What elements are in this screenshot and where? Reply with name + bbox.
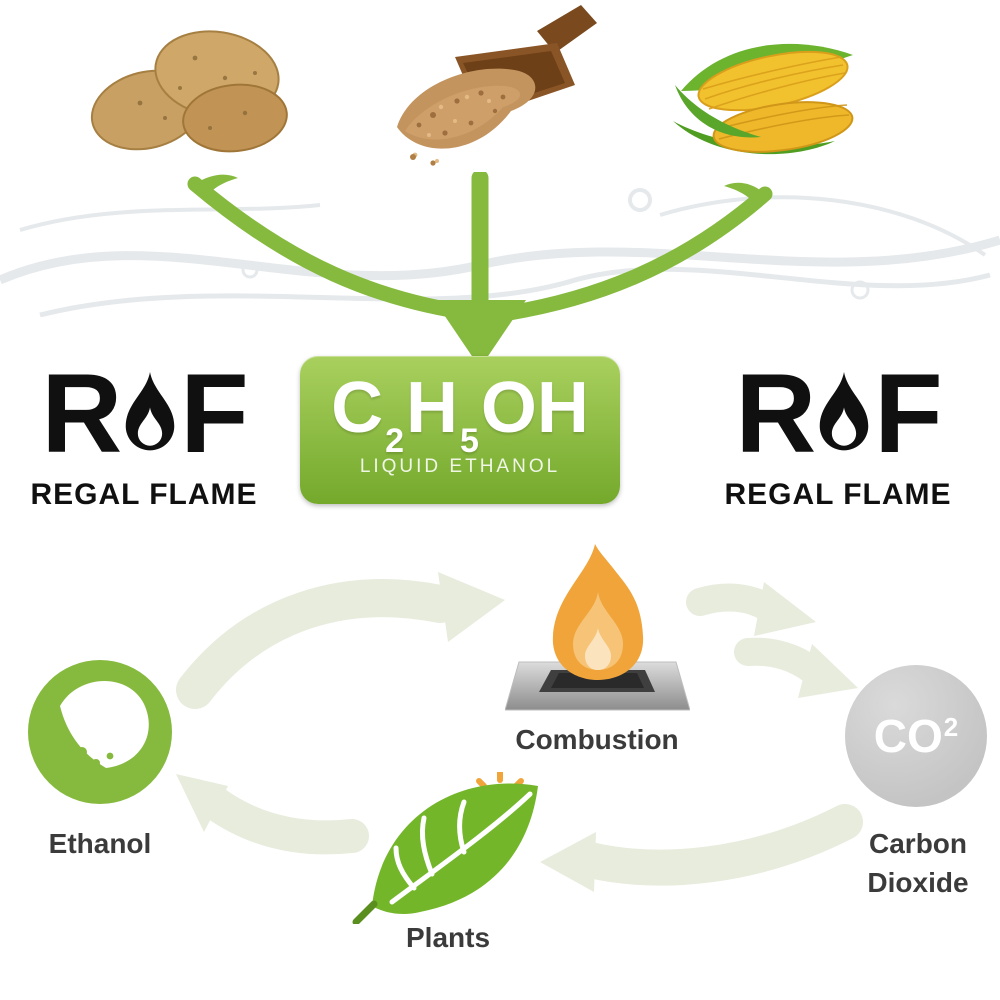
- formula-sub-2: 2: [385, 422, 404, 460]
- ethanol-formula-box: C2H5OH LIQUID ETHANOL: [300, 356, 620, 504]
- logo-letter-r: R: [735, 351, 816, 476]
- carbon-dioxide-label: Carbon Dioxide: [838, 824, 998, 902]
- logo-letters: R F: [722, 358, 954, 470]
- flame-icon: [125, 372, 175, 451]
- ethanol-circle: [28, 660, 172, 804]
- co2-formula: CO: [873, 710, 943, 762]
- brown-sugar-image: [397, 5, 597, 166]
- logo-letter-f: F: [180, 351, 248, 476]
- corn-image: [673, 43, 854, 155]
- co2-superscript: 2: [943, 712, 959, 742]
- formula-subtitle: LIQUID ETHANOL: [359, 456, 561, 477]
- converging-arrows: [187, 172, 773, 368]
- logo-letters: R F: [28, 358, 260, 470]
- plants-leaf-icon: [352, 772, 538, 924]
- logo-wordmark: REGAL FLAME: [724, 478, 952, 511]
- co2-circle: CO2: [845, 665, 987, 807]
- potatoes-image: [90, 30, 288, 153]
- plants-label: Plants: [405, 922, 491, 953]
- logo-letter-f: F: [874, 351, 942, 476]
- formula-h: H: [406, 368, 458, 448]
- ethanol-drop-icon: [60, 680, 149, 775]
- logo-letter-r: R: [41, 351, 122, 476]
- ethanol-label: Ethanol: [48, 828, 152, 859]
- formula-sub-5: 5: [460, 422, 479, 460]
- combustion-label: Combustion: [515, 724, 679, 755]
- formula-oh: OH: [480, 368, 589, 448]
- combustion-flame-icon: [505, 544, 690, 711]
- flame-icon: [819, 372, 869, 451]
- cycle-arrows: [176, 572, 863, 892]
- chemical-formula: C2H5OH: [300, 372, 620, 458]
- formula-c: C: [331, 368, 384, 448]
- logo-wordmark: REGAL FLAME: [30, 478, 258, 511]
- regal-flame-logo-right: R F REGAL FLAME: [722, 358, 954, 512]
- carbon-line: Carbon: [869, 828, 967, 859]
- dioxide-line: Dioxide: [867, 867, 969, 898]
- co2-text: CO2: [874, 709, 958, 763]
- regal-flame-logo-left: R F REGAL FLAME: [28, 358, 260, 512]
